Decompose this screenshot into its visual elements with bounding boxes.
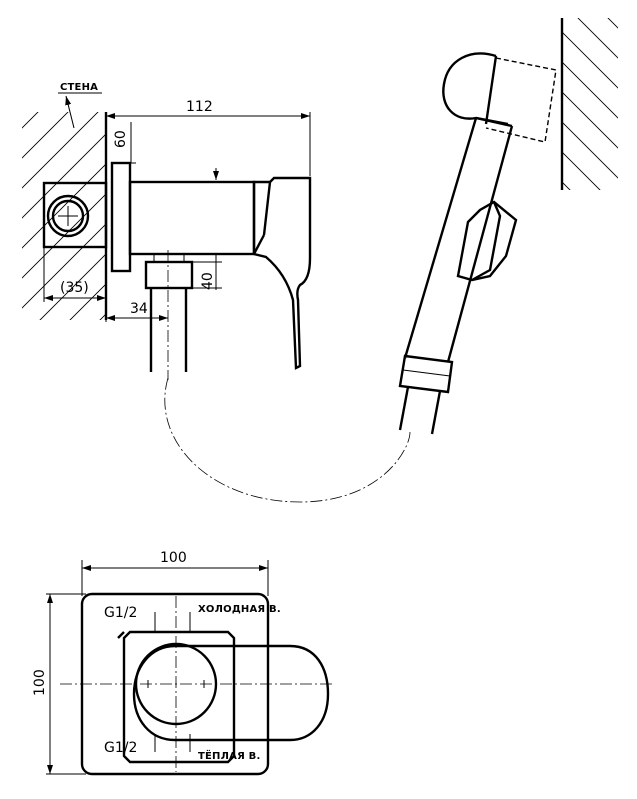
cold-water-label: ХОЛОДНАЯ В. xyxy=(198,604,281,615)
connector-nut xyxy=(398,354,454,394)
recess-corner-tl xyxy=(117,631,125,639)
thread-bottom: G1/2 xyxy=(104,740,137,756)
mixer-body xyxy=(128,180,256,256)
thread-top: G1/2 xyxy=(104,605,137,621)
hose-path xyxy=(164,377,411,503)
side-view: СТЕНА 112 60 xyxy=(22,82,411,503)
dim-34: 34 xyxy=(130,301,148,317)
wall-hatching-right xyxy=(562,18,618,190)
hose-stub-right xyxy=(430,390,442,435)
flange xyxy=(110,161,132,273)
lever-edge xyxy=(262,181,272,236)
wall-hatching-left xyxy=(22,112,106,320)
shower-head-dome xyxy=(442,52,509,126)
front-view: 100 100 G1/2 ХОЛОДНАЯ В. G1/2 ТЁПЛАЯ В. xyxy=(32,550,332,776)
dim-front-height: 100 xyxy=(32,669,48,696)
shower-body-right xyxy=(446,125,514,363)
pipe-inner-circle xyxy=(51,199,85,233)
hot-water-label: ТЁПЛАЯ В. xyxy=(198,748,260,762)
nut-line xyxy=(402,369,451,377)
dim-40: 40 xyxy=(200,272,216,290)
wall-label: СТЕНА xyxy=(60,82,98,93)
hand-shower xyxy=(398,18,618,435)
dim-35: (35) xyxy=(60,280,89,296)
trigger-button xyxy=(456,200,518,282)
trigger-edge xyxy=(471,201,502,282)
inner-recess xyxy=(122,630,236,764)
dim-112: 112 xyxy=(186,99,213,115)
pipe-outer-circle xyxy=(46,194,90,238)
shower-body-top xyxy=(475,116,513,128)
holder-bracket xyxy=(485,57,557,143)
lever-handle xyxy=(252,176,312,370)
lever-edge-2 xyxy=(252,234,266,255)
dim-front-width: 100 xyxy=(160,550,187,566)
outlet-nut xyxy=(144,260,194,290)
shower-head-seam xyxy=(484,55,498,125)
dim-60: 60 xyxy=(113,130,129,148)
wall-leader xyxy=(65,95,75,129)
pipe-stub xyxy=(42,181,108,249)
lever-front xyxy=(132,644,330,742)
hose-stub-left xyxy=(398,386,410,431)
shower-body-left xyxy=(403,117,478,359)
